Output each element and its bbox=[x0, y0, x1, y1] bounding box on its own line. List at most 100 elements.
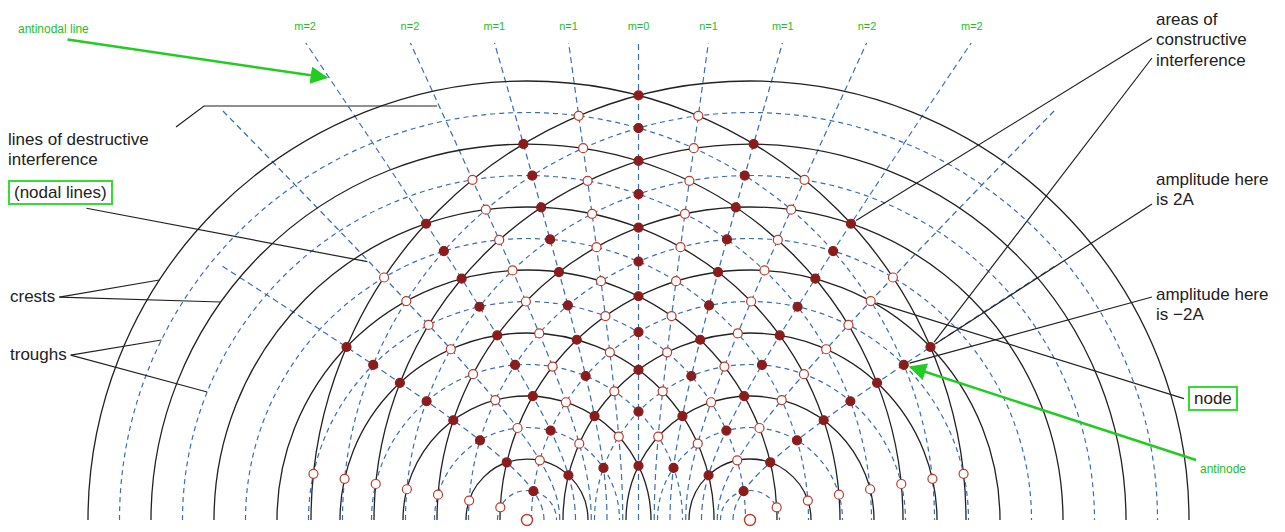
node-dot bbox=[402, 297, 411, 306]
node-dot bbox=[760, 266, 769, 275]
antinode-dot bbox=[590, 412, 599, 421]
crest-arc bbox=[437, 207, 1063, 520]
order-label: m=0 bbox=[628, 20, 650, 33]
node-dot bbox=[402, 485, 411, 494]
antinode-dot bbox=[599, 463, 608, 472]
node-dot bbox=[658, 387, 667, 396]
annotation-label: amplitude here is 2A bbox=[1156, 170, 1276, 211]
node-dot bbox=[521, 297, 530, 306]
antinode-dot bbox=[342, 343, 351, 352]
trough-arc bbox=[183, 176, 872, 521]
order-label: m=2 bbox=[961, 20, 983, 33]
antinode-dot bbox=[634, 365, 643, 374]
antinode-dot bbox=[422, 397, 431, 406]
interference-line bbox=[220, 265, 544, 520]
leader-line bbox=[934, 58, 1152, 342]
trough-arc bbox=[309, 302, 746, 520]
node-dot bbox=[676, 243, 685, 252]
antinode-dot bbox=[511, 360, 520, 369]
trough-arc bbox=[120, 112, 935, 520]
annotation-label: amplitude here is −2A bbox=[1156, 285, 1278, 326]
antinode-dot bbox=[634, 91, 643, 100]
antinode-dot bbox=[546, 235, 555, 244]
node-dot bbox=[803, 496, 812, 505]
crest-arc bbox=[500, 270, 1000, 520]
antinode-dot bbox=[829, 247, 838, 256]
antinode-dot bbox=[529, 487, 538, 496]
node-dot bbox=[799, 370, 808, 379]
crest-arc bbox=[689, 459, 811, 520]
node-dot bbox=[610, 387, 619, 396]
order-label: m=2 bbox=[294, 20, 316, 33]
intersection-dots bbox=[309, 91, 968, 512]
crest-arc bbox=[563, 333, 937, 520]
antinode-dot bbox=[714, 268, 723, 277]
node-dot bbox=[380, 273, 389, 282]
trough-arc bbox=[343, 112, 1158, 520]
node-dot bbox=[535, 329, 544, 338]
node-dot bbox=[672, 277, 681, 286]
antinode-dot bbox=[705, 301, 714, 310]
node-dot bbox=[508, 266, 517, 275]
annotation-label: antinode bbox=[1200, 462, 1246, 476]
node-dot bbox=[777, 396, 786, 405]
antinode-dot bbox=[634, 124, 643, 133]
node-dot bbox=[772, 503, 781, 512]
node-dot bbox=[468, 175, 477, 184]
crest-arc bbox=[340, 333, 714, 520]
wave-fronts bbox=[88, 81, 1189, 520]
antinode-dot bbox=[537, 203, 546, 212]
node-dot bbox=[574, 111, 583, 120]
node-dot bbox=[605, 348, 614, 357]
antinode-dot bbox=[669, 463, 678, 472]
order-label: n=2 bbox=[401, 20, 420, 33]
antinode-dot bbox=[634, 292, 643, 301]
node-dot bbox=[866, 297, 875, 306]
interference-line bbox=[717, 109, 1056, 520]
antinode-dot bbox=[528, 171, 537, 180]
node-dot bbox=[747, 297, 756, 306]
annotation-label: crests bbox=[10, 287, 55, 307]
node-dot bbox=[535, 456, 544, 465]
antinode-dot bbox=[493, 331, 502, 340]
antinode-dot bbox=[634, 257, 643, 266]
node-dot bbox=[434, 490, 443, 499]
antinode-dot bbox=[369, 360, 378, 369]
node-dot bbox=[773, 235, 782, 244]
annotation-label: lines of destructive interference bbox=[8, 130, 198, 171]
interference-line bbox=[495, 43, 607, 520]
antinode-dot bbox=[687, 371, 696, 380]
order-label: m=1 bbox=[772, 20, 794, 33]
node-dot bbox=[888, 273, 897, 282]
node-dot bbox=[496, 503, 505, 512]
sources bbox=[522, 515, 756, 526]
node-dot bbox=[685, 176, 694, 185]
antinode-dot bbox=[449, 416, 458, 425]
order-label: n=1 bbox=[699, 20, 718, 33]
box-text: node bbox=[1194, 388, 1232, 409]
antinode-dot bbox=[740, 392, 749, 401]
leader-line bbox=[71, 340, 162, 355]
pointer-arrow bbox=[910, 367, 1196, 460]
node-dot bbox=[614, 432, 623, 441]
antinode-dot bbox=[634, 156, 643, 165]
interference-lines bbox=[220, 43, 1056, 520]
antinode-dot bbox=[634, 328, 643, 337]
antinode-dot bbox=[722, 426, 731, 435]
leader-line bbox=[876, 303, 1184, 399]
trough-arc bbox=[658, 428, 843, 521]
antinode-dot bbox=[395, 378, 404, 387]
annotation-label: antinodal line bbox=[18, 22, 89, 36]
antinode-dot bbox=[528, 392, 537, 401]
antinode-dot bbox=[757, 360, 766, 369]
antinode-dot bbox=[554, 268, 563, 277]
antinode-dot bbox=[793, 302, 802, 311]
antinode-dot bbox=[766, 458, 775, 467]
trough-arc bbox=[246, 239, 809, 521]
node-dot bbox=[663, 348, 672, 357]
order-label: n=2 bbox=[858, 20, 877, 33]
interference-line bbox=[221, 109, 560, 520]
node-dot bbox=[588, 209, 597, 218]
